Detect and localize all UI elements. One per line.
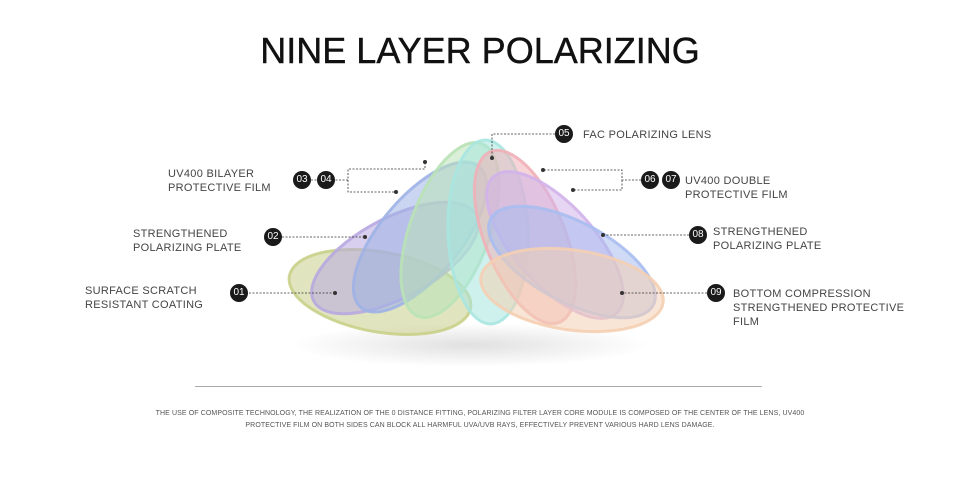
leader-dot-06	[541, 168, 545, 172]
divider	[195, 386, 762, 387]
leader-dot-05	[490, 156, 494, 160]
badge-01: 01	[230, 284, 248, 302]
footnote: THE USE OF COMPOSITE TECHNOLOGY, THE REA…	[140, 408, 820, 432]
label-0607: UV400 DOUBLE PROTECTIVE FILM	[685, 174, 788, 202]
leader-dot-09	[620, 291, 624, 295]
leader-0304b	[348, 180, 396, 192]
lens-fan	[282, 130, 672, 348]
badge-09: 09	[707, 284, 725, 302]
badge-06: 06	[641, 171, 659, 189]
label-01: SURFACE SCRATCH RESISTANT COATING	[85, 284, 203, 312]
badge-07: 07	[662, 171, 680, 189]
leader-dot-02	[363, 235, 367, 239]
leader-dot-01	[333, 291, 337, 295]
leader-0607b	[573, 180, 622, 190]
badge-02: 02	[264, 228, 282, 246]
badge-08: 08	[689, 226, 707, 244]
badge-05: 05	[555, 125, 573, 143]
leader-dot-07	[571, 188, 575, 192]
label-09: BOTTOM COMPRESSION STRENGTHENED PROTECTI…	[733, 287, 904, 329]
leader-dot-04	[423, 160, 427, 164]
badge-03: 03	[293, 171, 311, 189]
leader-dot-08	[601, 233, 605, 237]
badge-04: 04	[317, 171, 335, 189]
label-02: STRENGTHENED POLARIZING PLATE	[133, 227, 242, 255]
label-0304: UV400 BILAYER PROTECTIVE FILM	[168, 167, 271, 195]
label-05: FAC POLARIZING LENS	[583, 128, 712, 142]
label-08: STRENGTHENED POLARIZING PLATE	[713, 225, 822, 253]
leader-dot-03	[394, 190, 398, 194]
leader-0607	[543, 170, 641, 180]
